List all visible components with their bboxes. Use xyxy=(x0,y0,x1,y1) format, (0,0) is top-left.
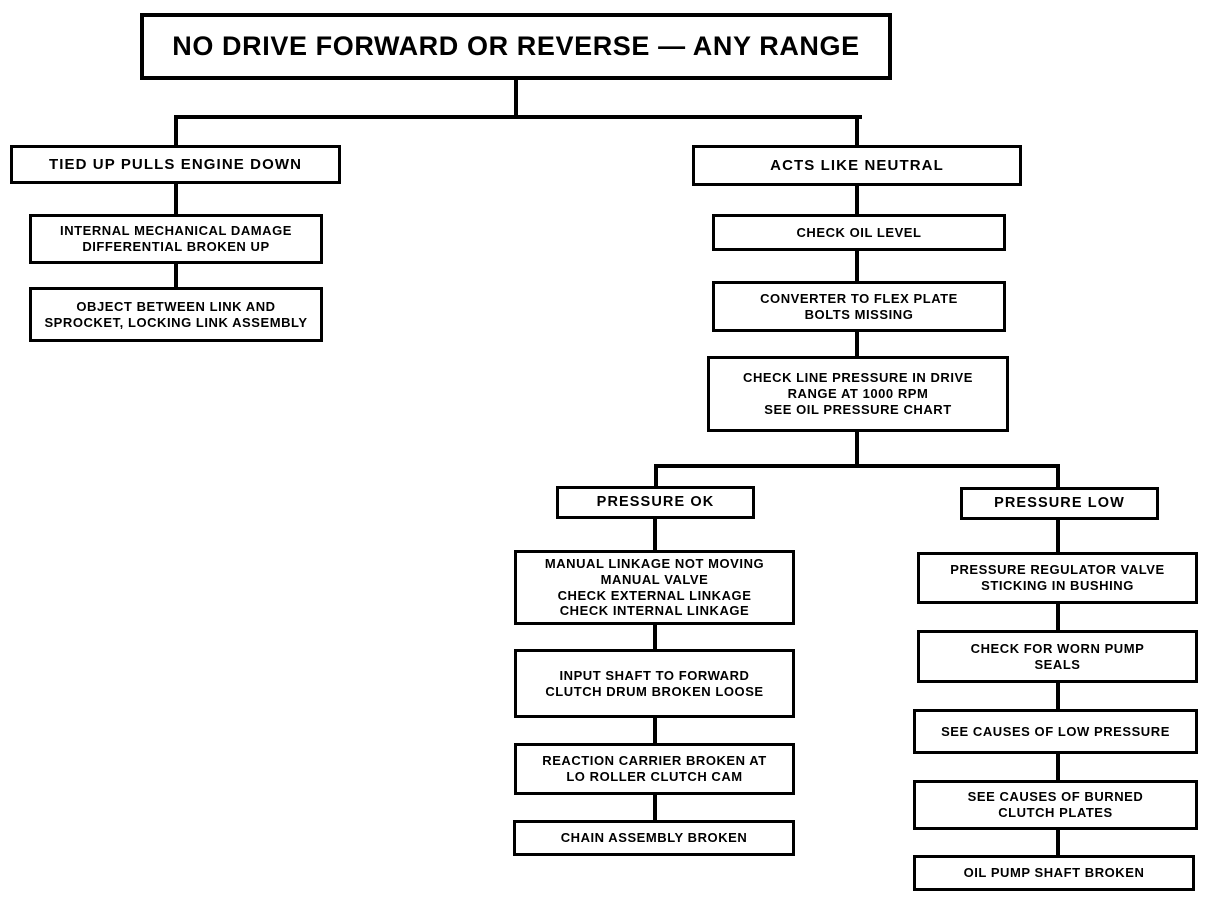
node-object-between-link-label: OBJECT BETWEEN LINK AND SPROCKET, LOCKIN… xyxy=(44,298,308,330)
node-root-no-drive[interactable]: NO DRIVE FORWARD OR REVERSE — ANY RANGE xyxy=(140,13,892,80)
node-pressure-low[interactable]: PRESSURE LOW xyxy=(960,487,1159,520)
connector-root-bar xyxy=(174,115,862,119)
node-check-line-pressure[interactable]: CHECK LINE PRESSURE IN DRIVE RANGE AT 10… xyxy=(707,356,1009,432)
node-check-oil-level[interactable]: CHECK OIL LEVEL xyxy=(712,214,1006,251)
node-manual-linkage-not-moving[interactable]: MANUAL LINKAGE NOT MOVING MANUAL VALVE C… xyxy=(514,550,795,625)
node-check-oil-level-label: CHECK OIL LEVEL xyxy=(796,224,922,240)
connector-root-to-neutral xyxy=(855,115,859,146)
node-see-causes-of-burned-clutch-plates[interactable]: SEE CAUSES OF BURNED CLUTCH PLATES xyxy=(913,780,1198,830)
node-check-line-pressure-label: CHECK LINE PRESSURE IN DRIVE RANGE AT 10… xyxy=(743,370,973,417)
node-oil-pump-shaft-label: OIL PUMP SHAFT BROKEN xyxy=(963,865,1145,881)
connector-low-1-to-2 xyxy=(1056,603,1060,631)
connector-tiedup-to-1 xyxy=(174,183,178,215)
connector-neutral-1-to-2 xyxy=(855,250,859,282)
connector-neutral-2-to-3 xyxy=(855,331,859,356)
node-root-label: NO DRIVE FORWARD OR REVERSE — ANY RANGE xyxy=(172,30,860,61)
node-acts-like-neutral[interactable]: ACTS LIKE NEUTRAL xyxy=(692,145,1022,186)
connector-low-4-to-5 xyxy=(1056,829,1060,857)
node-converter-to-flex-plate-label: CONVERTER TO FLEX PLATE BOLTS MISSING xyxy=(760,290,958,322)
node-acts-like-neutral-label: ACTS LIKE NEUTRAL xyxy=(770,156,944,174)
node-internal-mechanical-damage[interactable]: INTERNAL MECHANICAL DAMAGE DIFFERENTIAL … xyxy=(29,214,323,264)
connector-ok-3-to-4 xyxy=(653,793,657,821)
node-converter-to-flex-plate[interactable]: CONVERTER TO FLEX PLATE BOLTS MISSING xyxy=(712,281,1006,332)
node-internal-mechanical-damage-label: INTERNAL MECHANICAL DAMAGE DIFFERENTIAL … xyxy=(60,223,292,254)
connector-tiedup-1-to-2 xyxy=(174,263,178,288)
node-tied-up-label: TIED UP PULLS ENGINE DOWN xyxy=(48,155,303,173)
node-manual-linkage-label: MANUAL LINKAGE NOT MOVING MANUAL VALVE C… xyxy=(544,555,765,619)
node-check-for-worn-pump-seals[interactable]: CHECK FOR WORN PUMP SEALS xyxy=(917,630,1198,683)
node-pressure-ok-label: PRESSURE OK xyxy=(596,493,715,510)
node-tied-up-pulls-engine-down[interactable]: TIED UP PULLS ENGINE DOWN xyxy=(10,145,341,184)
node-reaction-carrier-broken[interactable]: REACTION CARRIER BROKEN AT LO ROLLER CLU… xyxy=(514,743,795,795)
node-pressure-low-label: PRESSURE LOW xyxy=(994,494,1125,511)
node-input-shaft-to-forward-clutch-drum[interactable]: INPUT SHAFT TO FORWARD CLUTCH DRUM BROKE… xyxy=(514,649,795,718)
connector-pressure-stem xyxy=(855,431,859,467)
connector-low-to-1 xyxy=(1056,519,1060,553)
connector-low-2-to-3 xyxy=(1056,682,1060,710)
node-check-worn-pump-seals-label: CHECK FOR WORN PUMP SEALS xyxy=(970,640,1145,672)
connector-ok-to-1 xyxy=(653,518,657,552)
connector-ok-1-to-2 xyxy=(653,623,657,651)
connector-neutral-to-1 xyxy=(855,185,859,215)
connector-fork-to-ok xyxy=(654,464,658,487)
connector-root-stem xyxy=(514,79,518,118)
connector-ok-2-to-3 xyxy=(653,716,657,744)
node-see-causes-burned-clutch-label: SEE CAUSES OF BURNED CLUTCH PLATES xyxy=(967,789,1144,820)
connector-root-to-tiedup xyxy=(174,115,178,146)
node-chain-assembly-label: CHAIN ASSEMBLY BROKEN xyxy=(560,830,748,846)
node-see-causes-low-pressure-label: SEE CAUSES OF LOW PRESSURE xyxy=(941,723,1170,739)
node-oil-pump-shaft-broken[interactable]: OIL PUMP SHAFT BROKEN xyxy=(913,855,1195,891)
node-reaction-carrier-label: REACTION CARRIER BROKEN AT LO ROLLER CLU… xyxy=(542,753,767,784)
connector-fork-to-low xyxy=(1056,464,1060,487)
node-pressure-regulator-label: PRESSURE REGULATOR VALVE STICKING IN BUS… xyxy=(950,562,1165,593)
node-chain-assembly-broken[interactable]: CHAIN ASSEMBLY BROKEN xyxy=(513,820,795,856)
node-see-causes-of-low-pressure[interactable]: SEE CAUSES OF LOW PRESSURE xyxy=(913,709,1198,754)
connector-low-3-to-4 xyxy=(1056,753,1060,781)
node-object-between-link-and-sprocket[interactable]: OBJECT BETWEEN LINK AND SPROCKET, LOCKIN… xyxy=(29,287,323,342)
node-pressure-ok[interactable]: PRESSURE OK xyxy=(556,486,755,519)
node-input-shaft-label: INPUT SHAFT TO FORWARD CLUTCH DRUM BROKE… xyxy=(545,667,764,699)
connector-pressure-fork-bar xyxy=(654,464,1060,468)
node-pressure-regulator-valve-sticking[interactable]: PRESSURE REGULATOR VALVE STICKING IN BUS… xyxy=(917,552,1198,604)
